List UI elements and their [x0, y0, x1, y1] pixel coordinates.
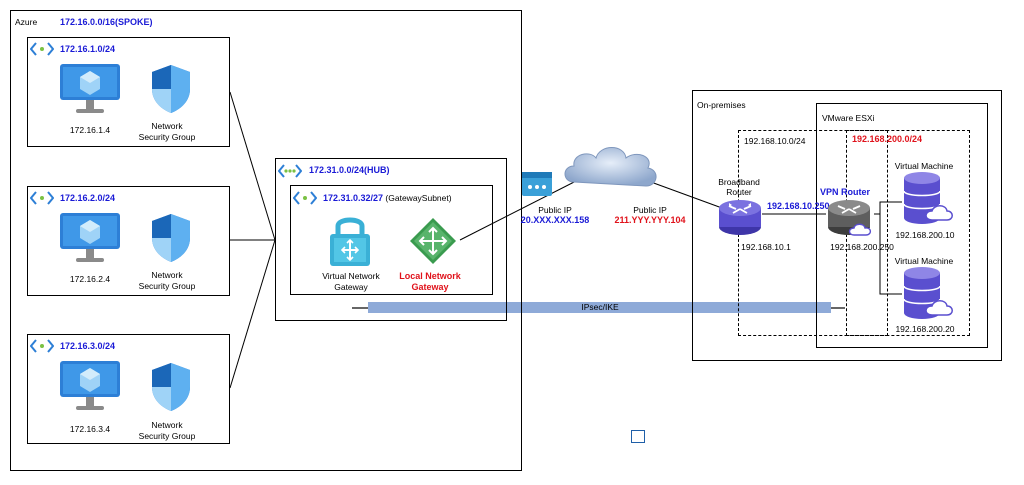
network-security-group-icon	[152, 363, 190, 411]
vpn-vm2-link	[879, 214, 902, 295]
vnet-icon	[30, 42, 54, 56]
gateway-subnet-label: 172.31.0.32/27 (GatewaySubnet)	[323, 193, 452, 204]
lng-label-line2: Gateway	[411, 282, 449, 292]
nsg-label-line1: Network	[151, 121, 183, 131]
network-security-group-icon	[152, 214, 190, 262]
vnet-icon	[278, 164, 302, 178]
onprem-vm-ip: 192.168.200.10	[895, 230, 955, 240]
vng-label-line2: Gateway	[334, 282, 368, 292]
hub-vnet-cidr: 172.31.0.0/24(HUB)	[309, 165, 390, 175]
virtual-network-gateway-icon	[330, 217, 370, 266]
spoke1-hub-link	[229, 91, 276, 241]
nsg-label-line2: Security Group	[138, 281, 196, 291]
virtual-machine-icon	[60, 213, 120, 262]
spoke-subnet-label: 172.16.2.0/24	[60, 193, 116, 203]
public-ip-icon	[522, 172, 552, 196]
vm-ip-label: 172.16.3.4	[69, 424, 111, 434]
ipsec-tunnel-bar	[368, 302, 831, 313]
vm-ip-label: 172.16.2.4	[69, 274, 111, 284]
onprem-region	[692, 90, 1002, 361]
spoke3-hub-link	[229, 239, 276, 389]
azure-public-ip-label: Public IP	[538, 205, 572, 215]
hub-vnet	[275, 158, 507, 321]
gateway-subnet	[290, 185, 493, 295]
vpn-vm1-link	[874, 201, 902, 215]
onprem-vm-ip: 192.168.200.20	[895, 324, 955, 334]
onprem-public-ip-label: Public IP	[633, 205, 667, 215]
azure-public-ip: 20.XXX.XXX.158	[520, 215, 590, 225]
spoke-vnet-cidr: 172.16.0.0/16(SPOKE)	[60, 17, 153, 27]
broadband-router-label-line2: Router	[726, 187, 752, 197]
vpn-router-lan-ip: 192.168.200.250	[830, 242, 894, 252]
spoke-vnet-2	[27, 186, 230, 296]
esxi-host	[816, 103, 988, 348]
internet-cloud-icon	[564, 147, 657, 187]
spoke-subnet-label: 172.16.3.0/24	[60, 341, 116, 351]
lan1-cidr: 192.168.10.0/24	[744, 136, 806, 146]
nsg-label-line2: Security Group	[138, 132, 196, 142]
azure-region	[10, 10, 522, 471]
spoke-subnet-label: 172.16.1.0/24	[60, 44, 116, 54]
gateway-subnet-name: (GatewaySubnet)	[383, 193, 452, 203]
virtual-machine-icon	[60, 64, 120, 113]
gateway-subnet-ip: 172.31.0.32/27	[323, 193, 384, 203]
nsg-label-line1: Network	[151, 270, 183, 280]
vpn-router-label: VPN Router	[819, 187, 871, 197]
nsg-label-line1: Network	[151, 420, 183, 430]
lan2-cidr: 192.168.200.0/24	[852, 134, 923, 144]
local-network-gateway-icon	[410, 218, 456, 264]
onprem-vm-label: Virtual Machine	[894, 256, 954, 266]
vm-ip-label: 172.16.1.4	[69, 125, 111, 135]
nsg-label-line2: Security Group	[138, 431, 196, 441]
database-vm-icon	[903, 172, 953, 224]
spoke-vnet-3	[27, 334, 230, 444]
vng-label-line1: Virtual Network	[322, 271, 380, 281]
broadband-router-label-line1: Broadband	[718, 177, 760, 187]
vnet-icon	[30, 191, 54, 205]
vnet-icon	[30, 339, 54, 353]
onprem-label: On-premises	[697, 100, 746, 110]
broadband-router-ip: 192.168.10.1	[741, 242, 791, 252]
vpn-router-wan-ip: 192.168.10.250	[767, 201, 830, 211]
lng-label-line1: Local Network	[399, 271, 461, 281]
azure-label: Azure	[15, 17, 38, 27]
virtual-machine-icon	[60, 361, 120, 410]
database-vm-icon	[903, 267, 953, 319]
onprem-vm-label: Virtual Machine	[894, 161, 954, 171]
vpn-router-icon	[828, 200, 872, 236]
onprem-public-ip: 211.YYY.YYY.104	[614, 215, 686, 225]
ipsec-tunnel-label: IPsec/IKE	[581, 302, 619, 312]
broadband-router-icon	[719, 200, 761, 235]
network-security-group-icon	[152, 65, 190, 113]
vnet-icon	[293, 191, 317, 205]
esxi-label: VMware ESXi	[822, 113, 875, 123]
spoke-vnet-1	[27, 37, 230, 147]
selection-box	[631, 430, 645, 443]
